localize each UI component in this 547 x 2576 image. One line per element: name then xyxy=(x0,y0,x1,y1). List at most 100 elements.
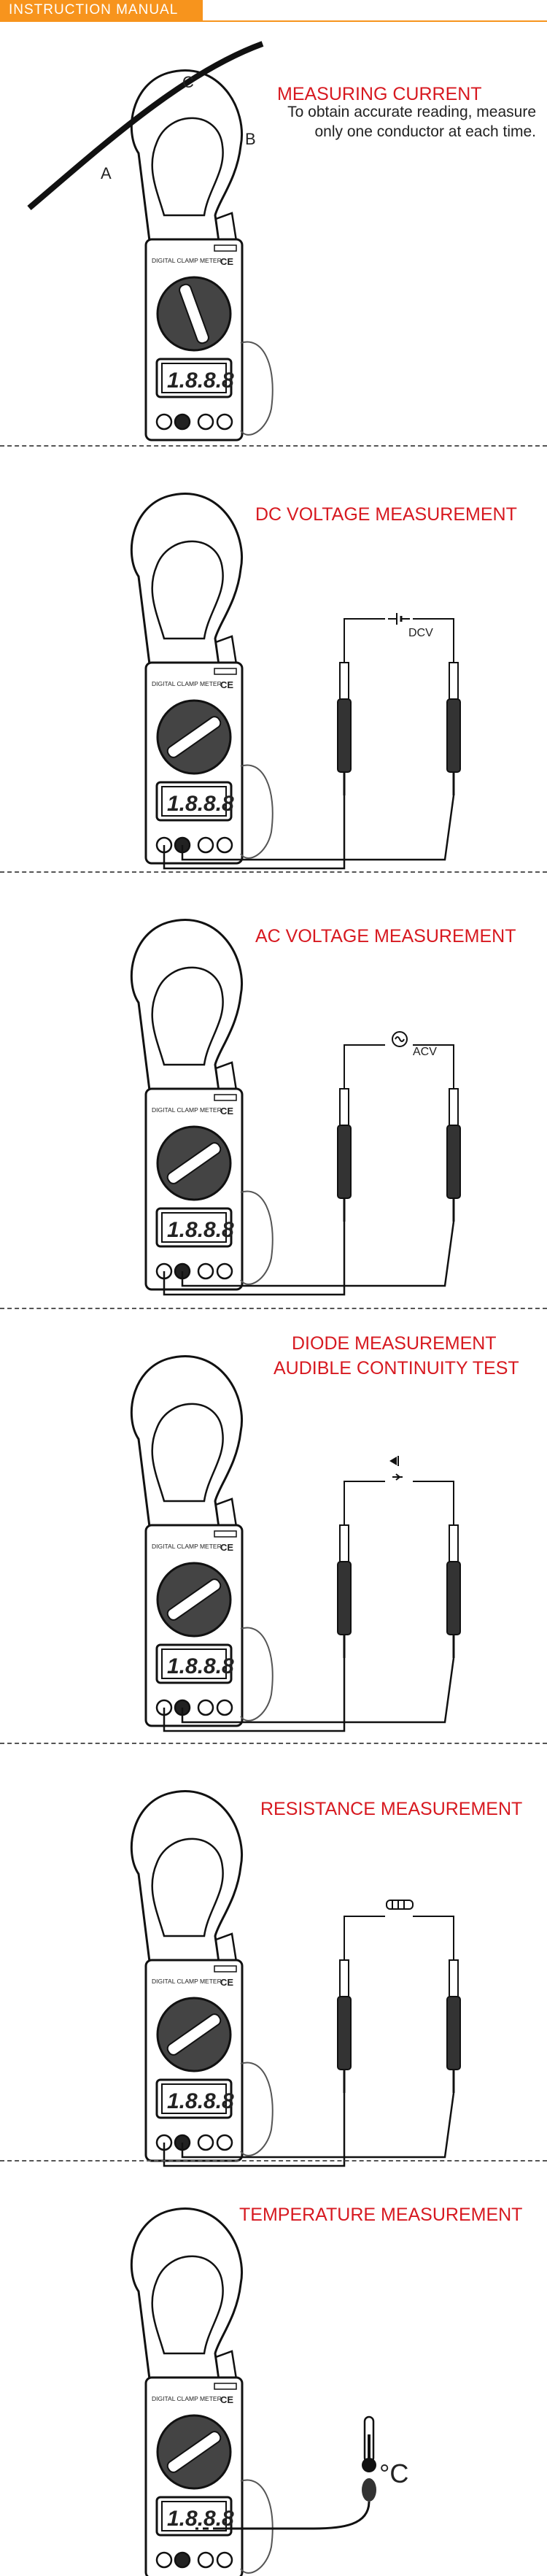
clamp-trigger xyxy=(214,1061,238,1092)
probe-guard xyxy=(449,1088,459,1126)
temperature-probe xyxy=(195,2415,376,2530)
clamp-jaw-inner xyxy=(151,117,224,217)
dial-knob xyxy=(166,2431,222,2473)
dc-source-symbol xyxy=(388,613,410,625)
probe-guard xyxy=(339,1088,349,1126)
clamp-jaw-inner xyxy=(151,1403,224,1503)
section-title: DC VOLTAGE MEASUREMENT xyxy=(255,504,517,525)
section-title: AC VOLTAGE MEASUREMENT xyxy=(255,926,516,946)
model-plate xyxy=(214,2383,237,2390)
dial-knob xyxy=(166,2013,222,2056)
black-test-probe xyxy=(337,631,352,795)
section-title: RESISTANCE MEASUREMENT xyxy=(260,1799,523,1819)
header-title: INSTRUCTION MANUAL xyxy=(9,2,179,18)
wrist-strap xyxy=(240,2062,274,2156)
test-leads xyxy=(163,618,461,870)
lead-wire xyxy=(413,1044,454,1057)
clamp-jaw-inner xyxy=(151,966,224,1066)
lcd-screen xyxy=(161,1648,227,1679)
clamp-trigger xyxy=(214,1932,238,1963)
section-resistance: RESISTANCE MEASUREMENT DIGITAL CLAMP MET… xyxy=(0,1743,547,2167)
wrist-strap xyxy=(240,1627,274,1721)
display-readout: 1.8.8.8 xyxy=(167,1218,234,1242)
test-leads xyxy=(163,1044,461,1296)
section-divider xyxy=(0,871,547,873)
red-test-probe xyxy=(446,1929,461,2093)
model-plate xyxy=(214,1094,237,1101)
section-title: MEASURING CURRENT xyxy=(277,84,482,104)
lead-wire xyxy=(344,1481,385,1494)
dial-knob xyxy=(166,1142,222,1184)
input-jack xyxy=(197,2134,214,2151)
input-jack xyxy=(174,413,191,431)
probe-handle xyxy=(337,1996,352,2070)
black-lead-cable xyxy=(163,1658,346,1732)
ce-mark: CE xyxy=(220,1977,233,1988)
lead-wire xyxy=(344,1916,385,1929)
section-title-line-1: DIODE MEASUREMENT xyxy=(292,1333,497,1354)
input-jack xyxy=(216,1699,233,1716)
wrist-strap xyxy=(240,764,274,859)
ce-mark: CE xyxy=(220,1106,233,1117)
probe-guard xyxy=(449,1524,459,1562)
brand-label: DIGITAL CLAMP METER xyxy=(152,1106,222,1114)
clamp-jaw-inner xyxy=(151,2255,224,2355)
display-readout: 1.8.8.8 xyxy=(167,369,234,393)
input-jack xyxy=(197,413,214,431)
model-plate xyxy=(214,244,237,252)
header-rule xyxy=(0,20,547,22)
probe-guard xyxy=(339,662,349,700)
section-divider xyxy=(0,2160,547,2162)
lcd-screen xyxy=(161,363,227,393)
section-divider xyxy=(0,1743,547,1744)
red-lead-cable xyxy=(181,1221,455,1287)
probe-handle xyxy=(446,1125,461,1199)
input-jack xyxy=(155,2551,173,2569)
header-tab: INSTRUCTION MANUAL xyxy=(0,0,203,20)
red-test-probe xyxy=(446,631,461,795)
black-test-probe xyxy=(337,1057,352,1222)
wrist-strap xyxy=(240,2479,274,2574)
input-jack xyxy=(216,1262,233,1280)
input-jack xyxy=(174,2551,191,2569)
ce-mark: CE xyxy=(220,256,233,267)
lead-wire xyxy=(413,1481,454,1494)
probe-guard xyxy=(339,1959,349,1997)
probe-handle xyxy=(337,1561,352,1635)
section-diode-continuity: DIODE MEASUREMENT AUDIBLE CONTINUITY TES… xyxy=(0,1308,547,1743)
black-lead-cable xyxy=(163,1222,346,1296)
clamp-trigger xyxy=(214,635,238,666)
brand-label: DIGITAL CLAMP METER xyxy=(152,257,222,264)
lead-wire xyxy=(413,1916,454,1929)
probe-handle xyxy=(446,1561,461,1635)
model-plate xyxy=(214,1530,237,1538)
clamp-trigger xyxy=(214,2350,238,2380)
input-jack xyxy=(197,2551,214,2569)
measurement-note: To obtain accurate reading, measure only… xyxy=(287,104,536,140)
input-jack xyxy=(216,2134,233,2151)
model-plate xyxy=(214,668,237,675)
clamp-jaw-inner xyxy=(151,540,224,640)
dial-knob xyxy=(179,283,209,344)
display-readout: 1.8.8.8 xyxy=(167,1654,234,1678)
probe-handle xyxy=(446,698,461,773)
brand-label: DIGITAL CLAMP METER xyxy=(152,2395,222,2402)
probe-guard xyxy=(339,1524,349,1562)
probe-guard xyxy=(449,662,459,700)
test-leads xyxy=(163,1916,461,2167)
manual-header: INSTRUCTION MANUAL xyxy=(0,0,547,25)
section-divider xyxy=(0,445,547,447)
clamp-trigger xyxy=(214,1497,238,1528)
red-test-probe xyxy=(446,1494,461,1658)
